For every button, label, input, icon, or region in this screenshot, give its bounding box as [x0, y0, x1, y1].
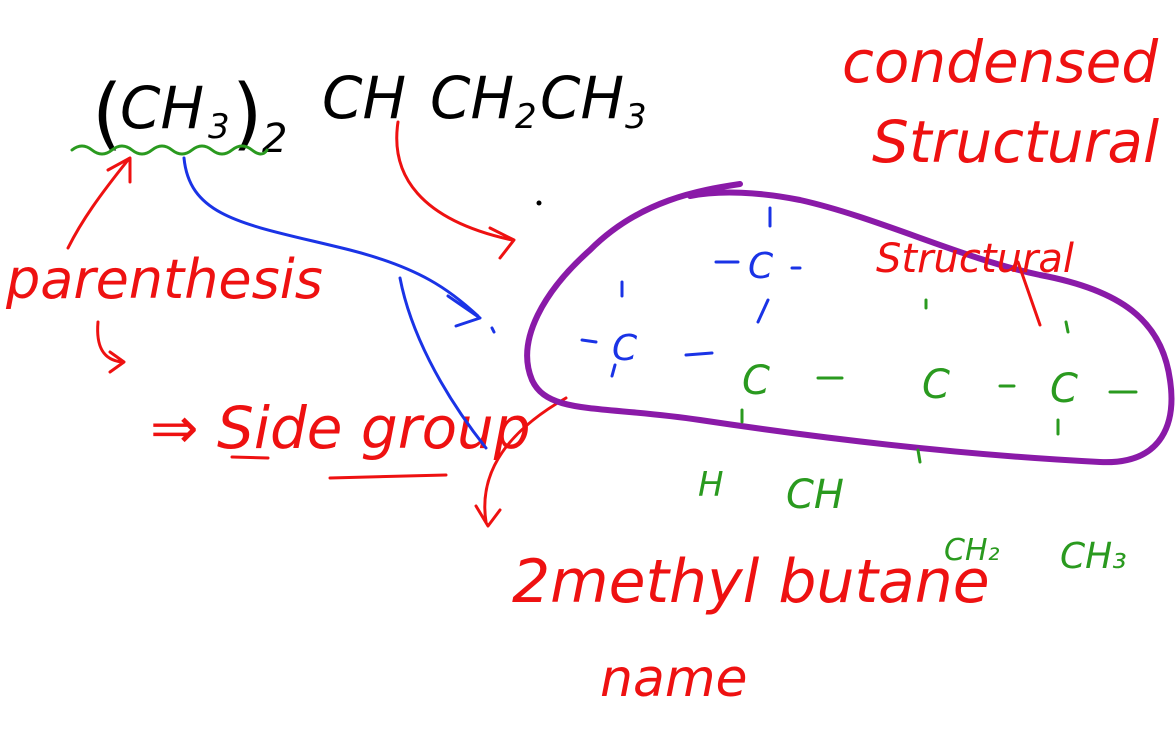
blue-bond-under [610, 363, 617, 378]
blue-carbon-upper: C [748, 246, 774, 287]
green-carbon-1: C [742, 358, 770, 404]
label-h: H [698, 465, 724, 505]
blue-dot [490, 326, 496, 334]
formula-open-paren: ( [92, 69, 122, 159]
green-carbon-2: C [922, 362, 950, 408]
condensed-formula: ( CH 3 ) 2 CH CH 2 CH 3 [92, 64, 647, 162]
blue-carbon-lower: C [612, 328, 638, 369]
formula-ch2-subscript: 2 [515, 97, 537, 137]
green-wavy-underline [70, 144, 269, 156]
formula-ch3: CH [540, 64, 624, 132]
formula-group-multiplier: 2 [262, 116, 287, 162]
parenthesis-label: parenthesis [5, 248, 323, 311]
formula-group-atoms: CH [120, 74, 204, 142]
green-bond-down-2 [916, 448, 922, 464]
arrow-parenthesis-to-group [66, 156, 132, 250]
blue-structure [490, 206, 802, 378]
green-substituent-labels: H CH CH₂ CH₃ [698, 465, 1127, 577]
green-carbon-3: C [1050, 366, 1078, 412]
condensed-label-line2: Structural [872, 108, 1159, 176]
ink-dot [536, 200, 542, 206]
green-bond-up-2 [1064, 320, 1070, 334]
arrow-ch-to-structure [395, 120, 516, 260]
blue-bond-left-lower [580, 338, 598, 344]
arrow-structure-to-name [474, 396, 568, 528]
blue-bond-c-to-c [684, 351, 714, 357]
name-line1: 2methyl butane [512, 547, 990, 617]
formula-ch: CH [322, 64, 406, 132]
condensed-label-line1: condensed [842, 28, 1159, 96]
structural-label-tail [1016, 260, 1042, 327]
arrow-group-to-structure [182, 156, 482, 328]
structural-label: Structural [876, 236, 1074, 282]
formula-group-h-subscript: 3 [208, 107, 230, 147]
parenthesis-hook-arrow [96, 320, 126, 374]
structure-enclosure [524, 181, 1175, 466]
blue-curve [398, 276, 488, 450]
label-ch: CH [786, 472, 844, 518]
condensed-structural-label: condensed Structural [842, 28, 1159, 176]
name-line2: name [600, 649, 747, 709]
label-ch3: CH₃ [1060, 536, 1127, 577]
label-ch2: CH₂ [944, 533, 1000, 568]
green-structure [740, 298, 1138, 464]
formula-ch2: CH [430, 64, 514, 132]
formula-close-paren: ) [232, 69, 262, 159]
side-group-label: ⇒ Side group [150, 394, 531, 462]
formula-ch3-subscript: 3 [625, 97, 647, 137]
blue-bond-diagonal [756, 298, 770, 324]
side-group-underline [230, 455, 448, 480]
